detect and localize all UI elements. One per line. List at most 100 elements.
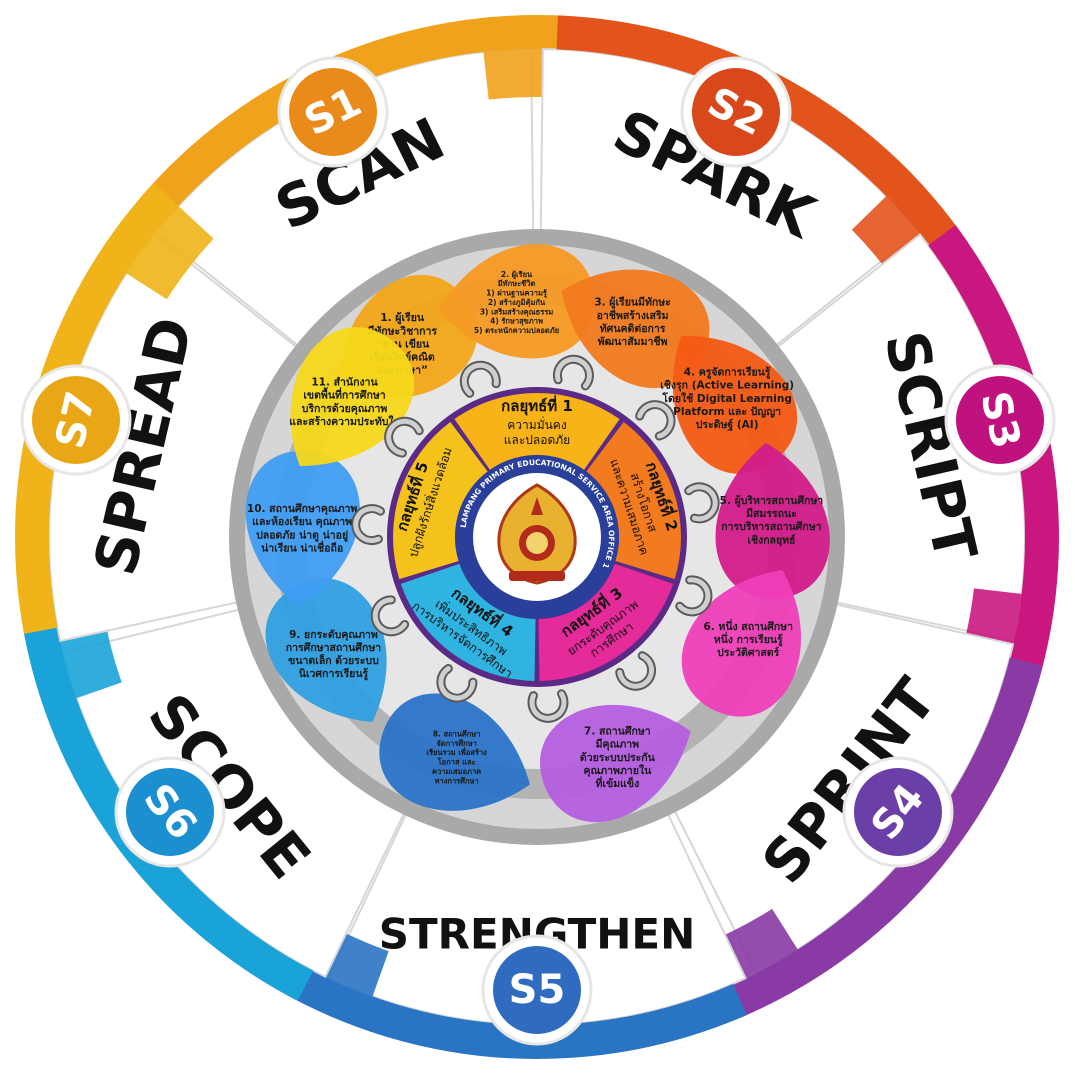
- goal-text-line: 1) ผ่านฐานความรู้: [486, 289, 548, 299]
- goal-petal-shape: [672, 335, 798, 474]
- stage-badge-label: S5: [509, 967, 566, 1013]
- goal-petals: 1. ผู้เรียนมีทักษะวิชาการ“อ่าน เขียนเรีย…: [245, 244, 830, 822]
- goal-text-line: มีคุณภาพ: [596, 738, 640, 752]
- goal-petal-shape: [715, 442, 830, 599]
- horseshoe-icon: [370, 595, 410, 637]
- goal-text-line: และสร้างความประทับใจ: [289, 414, 399, 428]
- strategy-segment-4: [400, 563, 536, 681]
- goal-text-line: 3. ผู้เรียนมีทักษะ: [594, 296, 670, 310]
- goal-text-line: จัดการศึกษา: [436, 739, 477, 748]
- strategy-segment-1: [454, 393, 620, 470]
- strategy-title: กลยุทธ์ที่ 1: [501, 395, 573, 416]
- goal-text-line: Platform และ ปัญญา: [673, 406, 781, 418]
- goal-text-line: ทางการศึกษา: [435, 776, 479, 785]
- goal-petal-5: 5. ผู้บริหารสถานศึกษามีสมรรถนะการบริหารส…: [715, 442, 830, 599]
- goal-text-line: บริการด้วยคุณภาพ: [302, 402, 388, 416]
- stage-badge-s2: S2: [680, 56, 792, 168]
- stage-rim-s5: [278, 960, 747, 1059]
- stage-rim-s2: [556, 15, 969, 262]
- stage-rim-s6: [21, 615, 314, 1001]
- stage-badge-s1: S1: [277, 56, 389, 168]
- horseshoe-icon: [675, 575, 713, 617]
- goal-text-line: 9. ยกระดับคุณภาพ: [289, 629, 378, 642]
- horseshoe-decor: [351, 354, 720, 723]
- goal-text-line: อาชีพสร้างเสริม: [597, 309, 669, 322]
- goal-petal-2: 2. ผู้เรียนมีทักษะชีวิต1) ผ่านฐานความรู้…: [438, 244, 595, 359]
- goal-petal-shape: [290, 327, 415, 467]
- goal-text-line: ปลอดภัย น่าดู น่าอยู่: [256, 529, 348, 542]
- goal-text-line: 8. สถานศึกษา: [433, 729, 481, 738]
- stage-badge-s5: S5: [481, 934, 593, 1046]
- strategy-segment-3: [538, 563, 674, 681]
- stage-badge-s4: S4: [842, 756, 954, 868]
- goal-text-line: มีทักษะวิชาการ: [367, 324, 437, 337]
- goal-text-line: ประวัติศาสตร์: [717, 646, 779, 659]
- horseshoe-icon: [459, 360, 501, 398]
- goal-petal-shape: [265, 578, 387, 723]
- goal-text-line: คุณภาพภายใน: [583, 763, 652, 778]
- goal-text-line: หนึ่ง การเรียนรู้: [714, 631, 783, 647]
- stage-rim-s3: [928, 225, 1060, 688]
- goal-text-line: พัฒนาสัมมาชีพ: [598, 335, 668, 348]
- goal-text-line: โอกาส และ: [437, 757, 476, 767]
- goal-text-line: เขตพื้นที่การศึกษา: [303, 387, 385, 402]
- goal-text-line: 4) รักษาสุขภาพ: [490, 317, 543, 326]
- center-emblem: LAMPANG PRIMARY EDUCATIONAL SERVICE AREA…: [455, 455, 619, 619]
- goal-text-line: 11. สำนักงาน: [311, 377, 378, 389]
- goal-text-line: 3) เสริมสร้างคุณธรรม: [480, 307, 553, 316]
- horseshoe-icon: [615, 651, 657, 691]
- stage-badge-s3: S3: [944, 364, 1056, 476]
- goal-text-line: 10. สถานศึกษาคุณภาพ: [247, 503, 358, 516]
- goal-text-line: มีทักษะชีวิต: [498, 279, 536, 288]
- goal-text-line: 2) สร้างภูมิคุ้มกัน: [488, 298, 546, 308]
- strategy-segment-5: [393, 421, 488, 580]
- goal-text-line: เชิงรุก (Active Learning): [660, 380, 794, 393]
- goal-text-line: น่าเรียน น่าเชื่อถือ: [261, 539, 343, 554]
- goal-text-line: และห้องเรียน คุณภาพ: [252, 515, 352, 529]
- goal-text-line: 2. ผู้เรียน: [501, 270, 533, 280]
- stage-rim-s4: [722, 657, 1043, 1020]
- goal-text-line: ที่เข้มแข็ง: [595, 775, 639, 790]
- goal-text-line: ด้วยระบบประกัน: [580, 751, 656, 764]
- goal-petal-11: 11. สำนักงานเขตพื้นที่การศึกษาบริการด้วย…: [289, 327, 415, 467]
- goal-text-line: 5. ผู้บริหารสถานศึกษา: [720, 494, 824, 508]
- goal-text-line: มีสมรรถนะ: [746, 507, 797, 520]
- stage-badge-s6: S6: [114, 756, 226, 868]
- goal-text-line: นิเวศการเรียนรู้: [298, 667, 368, 681]
- stage-rim-s1: [138, 15, 571, 222]
- goal-petal-shape: [245, 450, 360, 607]
- horseshoe-icon: [684, 482, 720, 524]
- stage-badge-s7: S7: [20, 364, 132, 476]
- horseshoe-icon: [527, 689, 569, 723]
- horseshoe-icon: [635, 400, 676, 441]
- strategy-subtitle: ความมั่นคง: [507, 416, 566, 432]
- goal-text-line: 6. หนึ่ง สถานศึกษา: [703, 618, 793, 633]
- goal-petal-3: 3. ผู้เรียนมีทักษะอาชีพสร้างเสริมทัศนคติ…: [561, 269, 710, 389]
- goal-petal-shape: [681, 569, 801, 717]
- goal-text-line: โดยใช้ Digital Learning: [661, 391, 791, 405]
- goal-text-line: เรียนรวม เพื่อสร้าง: [426, 746, 487, 757]
- school-emblem-icon: [497, 483, 577, 585]
- goal-text-line: 1. ผู้เรียน: [380, 311, 424, 325]
- goal-text-line: 5) ตระหนักความปลอดภัย: [474, 326, 559, 335]
- goal-text-line: ทัศนคติต่อการ: [600, 323, 666, 335]
- horseshoe-icon: [552, 354, 594, 391]
- goal-petal-shape: [561, 269, 710, 389]
- strategy-subtitle: และปลอดภัย: [504, 433, 570, 447]
- goal-text-line: การศึกษาสถานศึกษา: [286, 642, 382, 654]
- goal-petal-7: 7. สถานศึกษามีคุณภาพด้วยระบบประกันคุณภาพ…: [540, 705, 691, 822]
- goal-text-line: 7. สถานศึกษา: [584, 726, 651, 738]
- goal-petal-9: 9. ยกระดับคุณภาพการศึกษาสถานศึกษาขนาดเล็…: [265, 578, 387, 723]
- goal-petal-shape: [540, 705, 691, 822]
- goal-text-line: เชิงกลยุทธ์: [747, 533, 795, 547]
- goal-petal-4: 4. ครูจัดการเรียนรู้เชิงรุก (Active Lear…: [660, 335, 798, 474]
- stage-rim-drop-s7: [126, 206, 214, 300]
- goal-text-line: ขนาดเล็ก ด้วยระบบ: [288, 653, 379, 667]
- goal-text-line: การบริหารสถานศึกษา: [721, 521, 821, 533]
- strategy-segment-2: [586, 421, 681, 580]
